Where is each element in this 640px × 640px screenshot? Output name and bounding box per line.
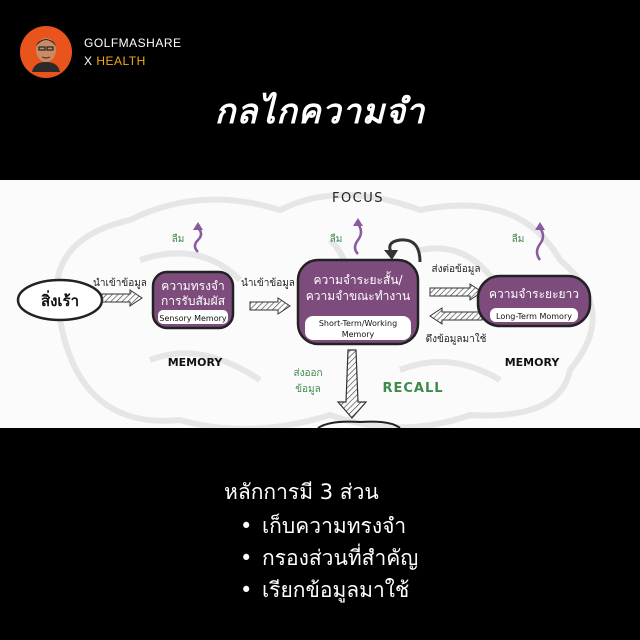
forget-label-1: ลืม — [172, 233, 185, 245]
output-label-2: ข้อมูล — [295, 383, 321, 395]
input-label-2: นำเข้าข้อมูล — [241, 277, 295, 289]
stimulus-label: สิ่งเร้า — [41, 290, 79, 310]
recall-arrow — [336, 349, 368, 419]
sensory-title-1: ความทรงจำ — [161, 279, 224, 293]
ltm-title: ความจำระยะยาว — [489, 287, 579, 301]
list-item: เรียกข้อมูลมาใช้ — [234, 574, 418, 606]
page-title: กลไกความจำ — [214, 92, 426, 132]
forget-arrow-1 — [193, 227, 203, 253]
input-label-1: นำเข้าข้อมูล — [93, 277, 147, 289]
brand-name: GOLFMASHARE — [84, 36, 182, 50]
send-arrow — [429, 283, 483, 301]
retrieve-arrow — [429, 307, 483, 325]
partial-node-outline — [317, 420, 401, 428]
focus-label: FOCUS — [332, 191, 384, 206]
sensory-sub: Sensory Memory — [159, 314, 227, 323]
brand-accent: HEALTH — [96, 54, 146, 68]
list-item: กรองส่วนที่สำคัญ — [234, 542, 418, 574]
memory-diagram: สิ่งเร้า นำเข้าข้อมูล ความทรงจำ การรับสั… — [0, 180, 640, 428]
forget-arrowhead-2 — [353, 218, 363, 226]
ltm-sub-pill — [490, 308, 578, 322]
person-icon — [32, 38, 60, 72]
memory-label-2: MEMORY — [505, 356, 561, 369]
forget-arrowhead-1 — [193, 222, 203, 230]
input-arrow-2 — [249, 297, 291, 315]
send-label: ส่งต่อข้อมูล — [431, 263, 480, 275]
avatar — [20, 26, 72, 78]
brand-subline: X HEALTH — [84, 54, 146, 68]
forget-label-2: ลืม — [330, 233, 343, 245]
retrieve-label: ดึงข้อมูลมาใช้ — [426, 333, 487, 345]
memory-label-1: MEMORY — [168, 356, 224, 369]
stm-sub-pill — [305, 316, 411, 340]
rehearsal-arrowhead — [384, 250, 398, 260]
principles-section: หลักการมี 3 ส่วน เก็บความทรงจำ กรองส่วนท… — [224, 476, 418, 606]
input-arrow-1 — [101, 289, 143, 307]
stm-sub-1: Short-Term/Working — [319, 319, 397, 328]
forget-arrowhead-3 — [535, 222, 545, 230]
brand: GOLFMASHARE X HEALTH — [20, 26, 182, 78]
brand-text: GOLFMASHARE X HEALTH — [84, 34, 182, 70]
sensory-title-2: การรับสัมผัส — [161, 294, 226, 308]
stm-title-1: ความจำระยะสั้น/ — [313, 271, 403, 287]
list-item: เก็บความทรงจำ — [234, 510, 418, 542]
recall-label: RECALL — [382, 381, 443, 396]
output-label-1: ส่งออก — [293, 368, 322, 379]
principles-list: เก็บความทรงจำ กรองส่วนที่สำคัญ เรียกข้อม… — [224, 510, 418, 606]
principles-heading: หลักการมี 3 ส่วน — [224, 480, 379, 504]
sensory-sub-pill — [158, 310, 228, 324]
ltm-sub: Long-Term Momory — [496, 312, 572, 321]
stm-title-2: ความจำขณะทำงาน — [306, 289, 410, 303]
diagram-svg: สิ่งเร้า นำเข้าข้อมูล ความทรงจำ การรับสั… — [16, 191, 596, 428]
rehearsal-loop — [388, 238, 422, 263]
stm-sub-2: Memory — [342, 330, 375, 339]
forget-label-3: ลืม — [512, 233, 525, 245]
forget-arrow-2 — [353, 223, 363, 255]
forget-arrow-3 — [535, 227, 545, 261]
